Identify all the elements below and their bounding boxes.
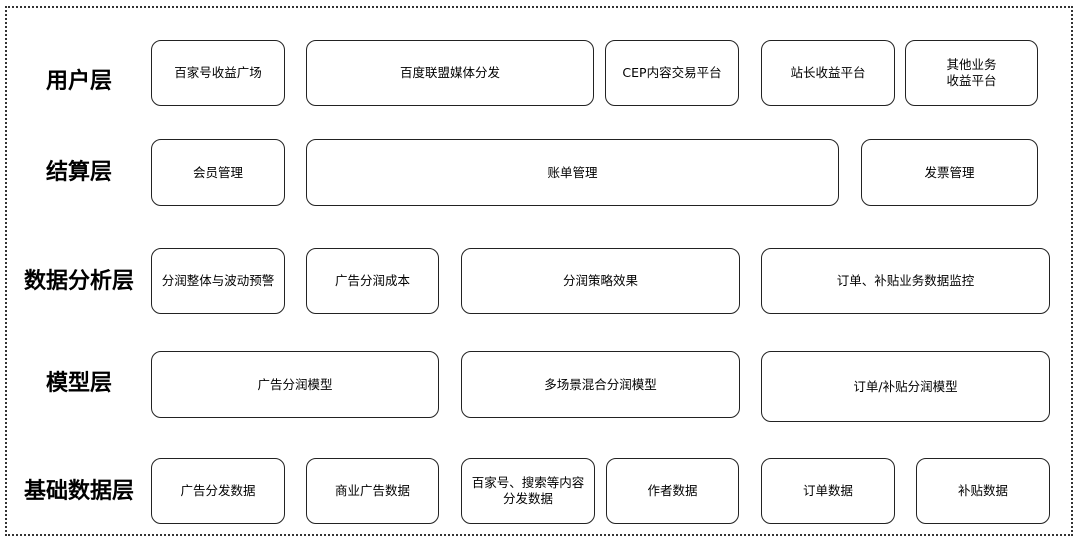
box-union-media-distribution: 百度联盟媒体分发	[306, 40, 594, 106]
box-bill-management: 账单管理	[306, 139, 839, 206]
box-order-subsidy-share-model: 订单/补贴分润模型	[761, 351, 1050, 422]
box-author-data: 作者数据	[606, 458, 739, 524]
box-member-management: 会员管理	[151, 139, 285, 206]
box-baijiahao-revenue-square: 百家号收益广场	[151, 40, 285, 106]
layer-label-model: 模型层	[45, 371, 112, 396]
box-cep-content-trading: CEP内容交易平台	[605, 40, 739, 106]
box-order-subsidy-monitoring: 订单、补贴业务数据监控	[761, 248, 1050, 314]
box-share-strategy-effect: 分润策略效果	[461, 248, 740, 314]
diagram-frame	[5, 6, 1073, 536]
box-order-data: 订单数据	[761, 458, 895, 524]
layer-label-base-data: 基础数据层	[23, 479, 134, 504]
box-multi-scene-share-model: 多场景混合分润模型	[461, 351, 740, 418]
box-content-distribution-data: 百家号、搜索等内容 分发数据	[461, 458, 595, 524]
box-webmaster-revenue: 站长收益平台	[761, 40, 895, 106]
box-commercial-ad-data: 商业广告数据	[306, 458, 439, 524]
box-ad-share-model: 广告分润模型	[151, 351, 439, 418]
box-invoice-management: 发票管理	[861, 139, 1038, 206]
box-other-business-revenue: 其他业务 收益平台	[905, 40, 1038, 106]
layer-label-user: 用户层	[45, 69, 112, 94]
box-overall-and-fluctuation-warning: 分润整体与波动预警	[151, 248, 285, 314]
box-ad-distribution-data: 广告分发数据	[151, 458, 285, 524]
box-ad-share-cost: 广告分润成本	[306, 248, 439, 314]
box-subsidy-data: 补贴数据	[916, 458, 1050, 524]
layer-label-data-analysis: 数据分析层	[23, 269, 134, 294]
layer-label-settlement: 结算层	[45, 160, 112, 185]
